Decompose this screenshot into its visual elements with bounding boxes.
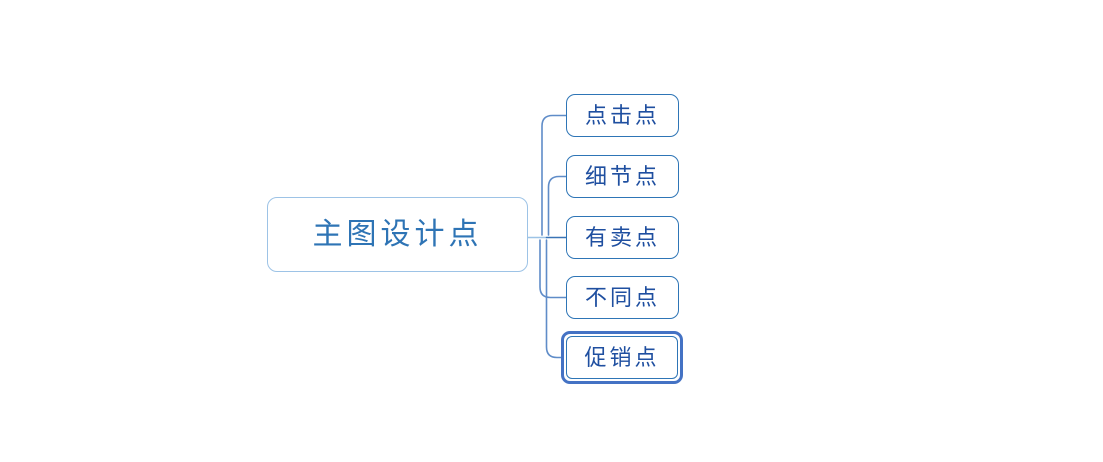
child-node-1[interactable]: 点击点 bbox=[566, 94, 679, 137]
branch-connector-1 bbox=[541, 114, 567, 236]
branch-connector-5 bbox=[545, 239, 562, 359]
child-node-label: 促销点 bbox=[584, 344, 660, 370]
child-node-label: 点击点 bbox=[584, 102, 660, 128]
child-node-4[interactable]: 不同点 bbox=[566, 276, 679, 319]
child-node-label: 有卖点 bbox=[584, 224, 660, 250]
root-node[interactable]: 主图设计点 bbox=[267, 197, 528, 272]
selected-child-node[interactable]: 促销点 bbox=[561, 331, 683, 384]
branch-connector-2 bbox=[547, 175, 567, 236]
selected-child-node-inner-border: 促销点 bbox=[566, 336, 678, 379]
child-node-label: 细节点 bbox=[584, 163, 660, 189]
child-node-3[interactable]: 有卖点 bbox=[566, 216, 679, 259]
root-node-label: 主图设计点 bbox=[312, 217, 483, 251]
branch-connector-4 bbox=[539, 239, 567, 299]
child-node-2[interactable]: 细节点 bbox=[566, 155, 679, 198]
child-node-label: 不同点 bbox=[584, 284, 660, 310]
